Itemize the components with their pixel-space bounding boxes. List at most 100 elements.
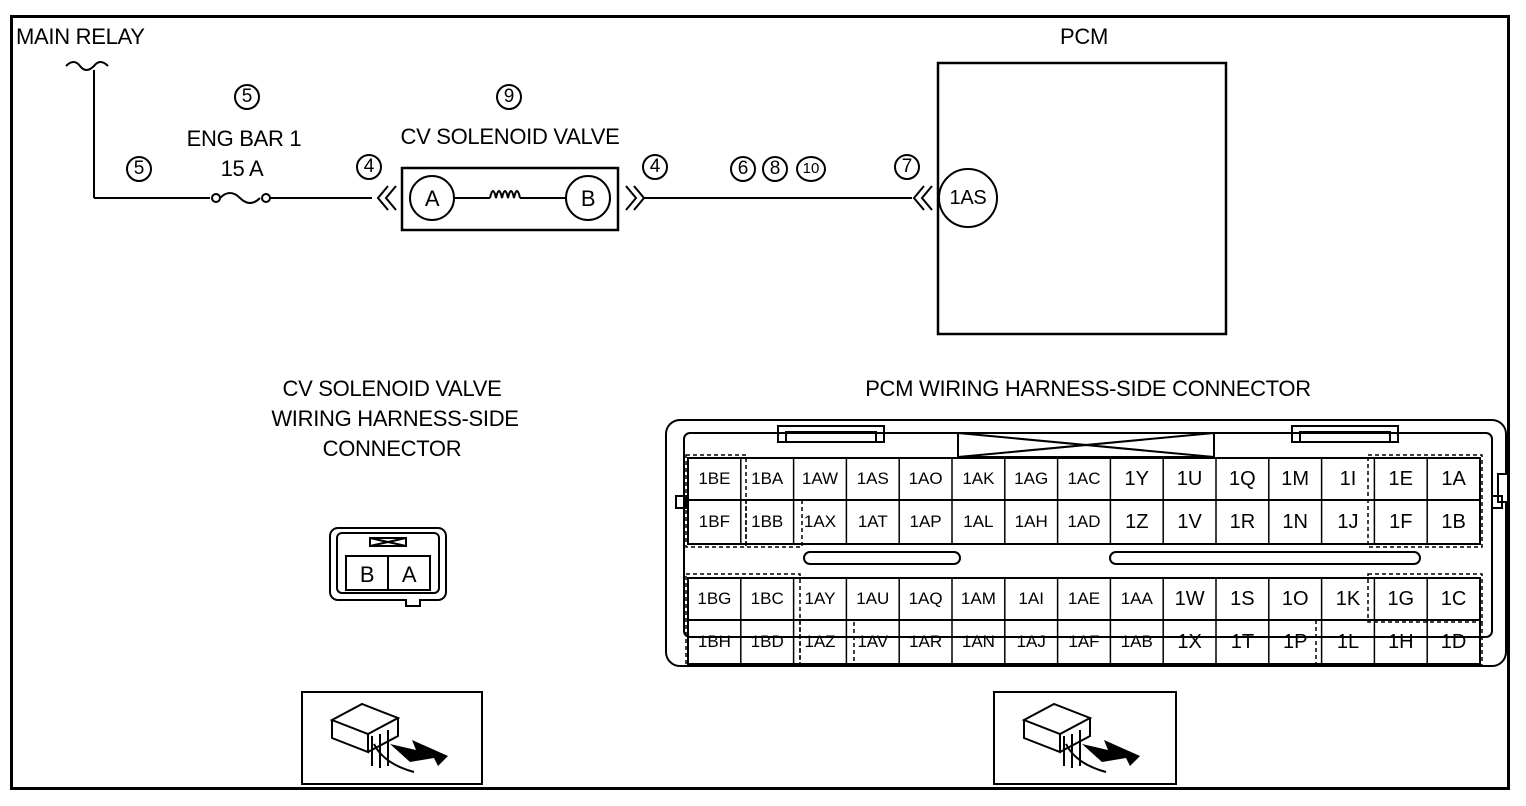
- valve-box: [400, 166, 620, 232]
- pcm-pin-dividers: [740, 458, 1428, 664]
- connector-chevron-left-icon: [376, 185, 397, 211]
- main-relay-label: MAIN RELAY: [16, 24, 145, 49]
- pcm-pin-1a: 1A: [1441, 468, 1466, 490]
- cv-pin-b: B: [359, 562, 375, 587]
- pcm-pin-1m: 1M: [1281, 468, 1310, 490]
- pcm-pin-1d: 1D: [1440, 631, 1467, 653]
- cv-connector-title-3: CONNECTOR: [322, 436, 462, 461]
- wire-ref-circle: 5: [126, 156, 152, 182]
- pcm-pin-1y: 1Y: [1124, 468, 1150, 490]
- pcm-pin-1ai: 1AI: [1018, 589, 1044, 608]
- pcm-pin-1ag: 1AG: [1014, 469, 1049, 488]
- pcm-pin-1ba: 1BA: [751, 469, 784, 488]
- cv-pin-a: A: [401, 562, 417, 587]
- pcm-pin-1ah: 1AH: [1014, 512, 1048, 531]
- fuse-rating-label: 15 A: [220, 156, 264, 181]
- pcm-pin-1bd: 1BD: [750, 632, 784, 651]
- pcm-pin-1am: 1AM: [960, 589, 996, 608]
- pcm-pin-1bc: 1BC: [750, 589, 784, 608]
- connector-view-arrow-icon: [329, 702, 448, 773]
- pcm-pin-1aj: 1AJ: [1016, 632, 1046, 651]
- pcm-pin-1z: 1Z: [1125, 511, 1149, 533]
- pcm-pin-1r: 1R: [1229, 511, 1256, 533]
- pcm-pin-1ax: 1AX: [803, 512, 837, 531]
- view-box-left: [301, 691, 483, 785]
- pcm-pin-1k: 1K: [1335, 588, 1361, 610]
- pcm-pin-1au: 1AU: [856, 589, 890, 608]
- coil-icon: [489, 190, 521, 199]
- pcm-pin-1aa: 1AA: [1120, 589, 1153, 608]
- pcm-pin-1as: 1AS: [856, 469, 889, 488]
- pcm-pin-1aq: 1AQ: [908, 589, 943, 608]
- valve-ref-circle: 9: [496, 84, 522, 110]
- connector-chevron-right-icon: [625, 185, 646, 211]
- cv-connector-title-1: CV SOLENOID VALVE: [282, 376, 502, 401]
- pcm-terminal-circle: [938, 168, 998, 228]
- pcm-pin-1p: 1P: [1282, 631, 1308, 653]
- pcm-pin-1bg: 1BG: [697, 589, 732, 608]
- valve-terminal-b: B: [580, 186, 596, 211]
- pcm-pin-1l: 1L: [1336, 631, 1360, 653]
- wire2-ref-8-circle: 8: [762, 156, 788, 182]
- pcm-pin-1c: 1C: [1440, 588, 1467, 610]
- pcm-terminal-label: 1AS: [949, 187, 987, 209]
- cv-connector-drawing: [329, 527, 447, 607]
- pcm-pin-1ad: 1AD: [1067, 512, 1101, 531]
- pcm-pin-1bf: 1BF: [698, 512, 730, 531]
- pcm-pin-1av: 1AV: [857, 632, 889, 651]
- pcm-pin-1u: 1U: [1176, 468, 1203, 490]
- pcm-pin-1bh: 1BH: [697, 632, 731, 651]
- fuse-ref-circle: 5: [234, 84, 260, 110]
- pcm-pin-1ac: 1AC: [1067, 469, 1101, 488]
- pcm-connector-title: PCM WIRING HARNESS-SIDE CONNECTOR: [865, 376, 1311, 401]
- wire2-ref-6-circle: 6: [730, 156, 756, 182]
- main-relay-symbol: [65, 61, 109, 71]
- pcm-keying-hatches: [685, 454, 1483, 667]
- pcm-pin-1bb: 1BB: [751, 512, 784, 531]
- connector-chevron-pcm-icon: [912, 185, 933, 211]
- pcm-connector-housing: [665, 419, 1507, 667]
- pcm-pin-1q: 1Q: [1229, 468, 1256, 490]
- cv-connector-title-2: WIRING HARNESS-SIDE: [271, 406, 519, 431]
- pcm-pin-1ao: 1AO: [908, 469, 943, 488]
- pcm-connector-ref-circle: 7: [894, 154, 920, 180]
- pcm-pin-1s: 1S: [1230, 588, 1255, 610]
- pcm-pin-1x: 1X: [1177, 631, 1202, 653]
- pcm-pin-1be: 1BE: [698, 469, 731, 488]
- pcm-pin-1af: 1AF: [1068, 632, 1100, 651]
- pcm-pin-1ay: 1AY: [804, 589, 836, 608]
- wire2-ref-10-circle: 10: [796, 156, 826, 182]
- valve-title-label: CV SOLENOID VALVE: [400, 124, 620, 149]
- pcm-pin-1f: 1F: [1389, 511, 1413, 533]
- pcm-pin-1az: 1AZ: [804, 632, 836, 651]
- connector-view-arrow-icon: [1021, 702, 1140, 773]
- fuse-name-label: ENG BAR 1: [186, 126, 302, 151]
- pcm-pin-1ak: 1AK: [962, 469, 995, 488]
- left-connector-ref-circle: 4: [356, 154, 382, 180]
- valve-terminal-a: A: [424, 186, 440, 211]
- pcm-pin-1at: 1AT: [857, 512, 888, 531]
- right-connector-ref-circle: 4: [642, 154, 668, 180]
- pcm-pin-1aw: 1AW: [801, 469, 839, 488]
- pcm-pin-1e: 1E: [1388, 468, 1414, 490]
- pcm-pin-1ae: 1AE: [1067, 589, 1101, 608]
- pcm-pin-1ab: 1AB: [1120, 632, 1153, 651]
- diagram-frame: [10, 15, 1510, 790]
- fuse-symbol: [211, 192, 271, 204]
- pcm-pin-1o: 1O: [1281, 588, 1309, 610]
- pcm-pin-1an: 1AN: [961, 632, 995, 651]
- pcm-pin-1ar: 1AR: [909, 632, 943, 651]
- pcm-pin-1i: 1I: [1339, 468, 1357, 490]
- pcm-pin-1v: 1V: [1177, 511, 1202, 533]
- pcm-label: PCM: [1060, 24, 1108, 49]
- pcm-pin-1t: 1T: [1230, 631, 1255, 653]
- pcm-box: [936, 61, 1228, 336]
- pcm-pin-1g: 1G: [1387, 588, 1415, 610]
- pcm-pin-1j: 1J: [1337, 511, 1359, 533]
- pcm-pin-1b: 1B: [1441, 511, 1466, 533]
- pcm-pin-1al: 1AL: [963, 512, 994, 531]
- pcm-pin-1h: 1H: [1388, 631, 1414, 653]
- pcm-pin-1ap: 1AP: [909, 512, 942, 531]
- pcm-pin-1w: 1W: [1174, 588, 1205, 610]
